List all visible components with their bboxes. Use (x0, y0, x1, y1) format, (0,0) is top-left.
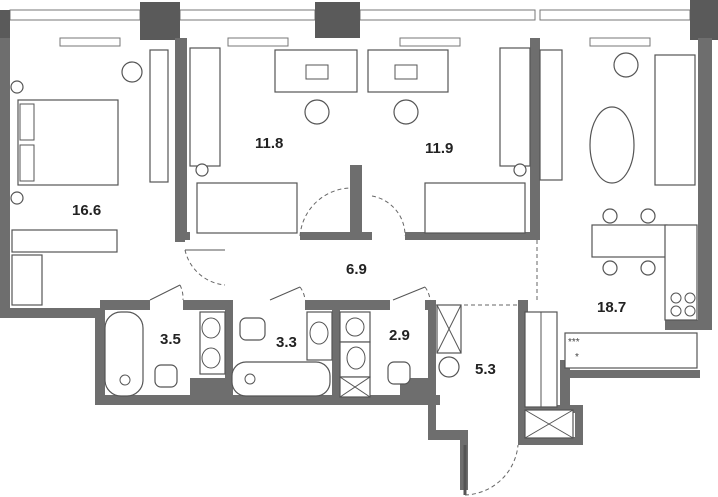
room-area-bathroom-2: 3.3 (276, 334, 297, 351)
walls (0, 38, 712, 490)
bedroom-3-furniture (367, 37, 531, 234)
bedroom-2-furniture (189, 37, 358, 234)
living-furniture (539, 37, 698, 369)
doors (149, 187, 538, 496)
room-area-bathroom-1: 3.5 (160, 331, 181, 348)
stove-mark-2: * (575, 352, 579, 363)
room-area-bedroom-3: 11.9 (425, 140, 453, 157)
room-area-entrance: 5.3 (475, 361, 496, 378)
stove-mark: *** (568, 337, 580, 348)
windows (0, 0, 718, 40)
room-area-bedroom-1: 16.6 (72, 202, 101, 219)
bedroom-1-furniture (10, 37, 169, 306)
bathroom-fixtures (104, 304, 574, 439)
room-area-bathroom-3: 2.9 (389, 327, 410, 344)
room-area-living-kitchen: 18.7 (597, 299, 626, 316)
room-area-bedroom-2: 11.8 (255, 135, 283, 152)
room-area-hallway: 6.9 (346, 261, 367, 278)
